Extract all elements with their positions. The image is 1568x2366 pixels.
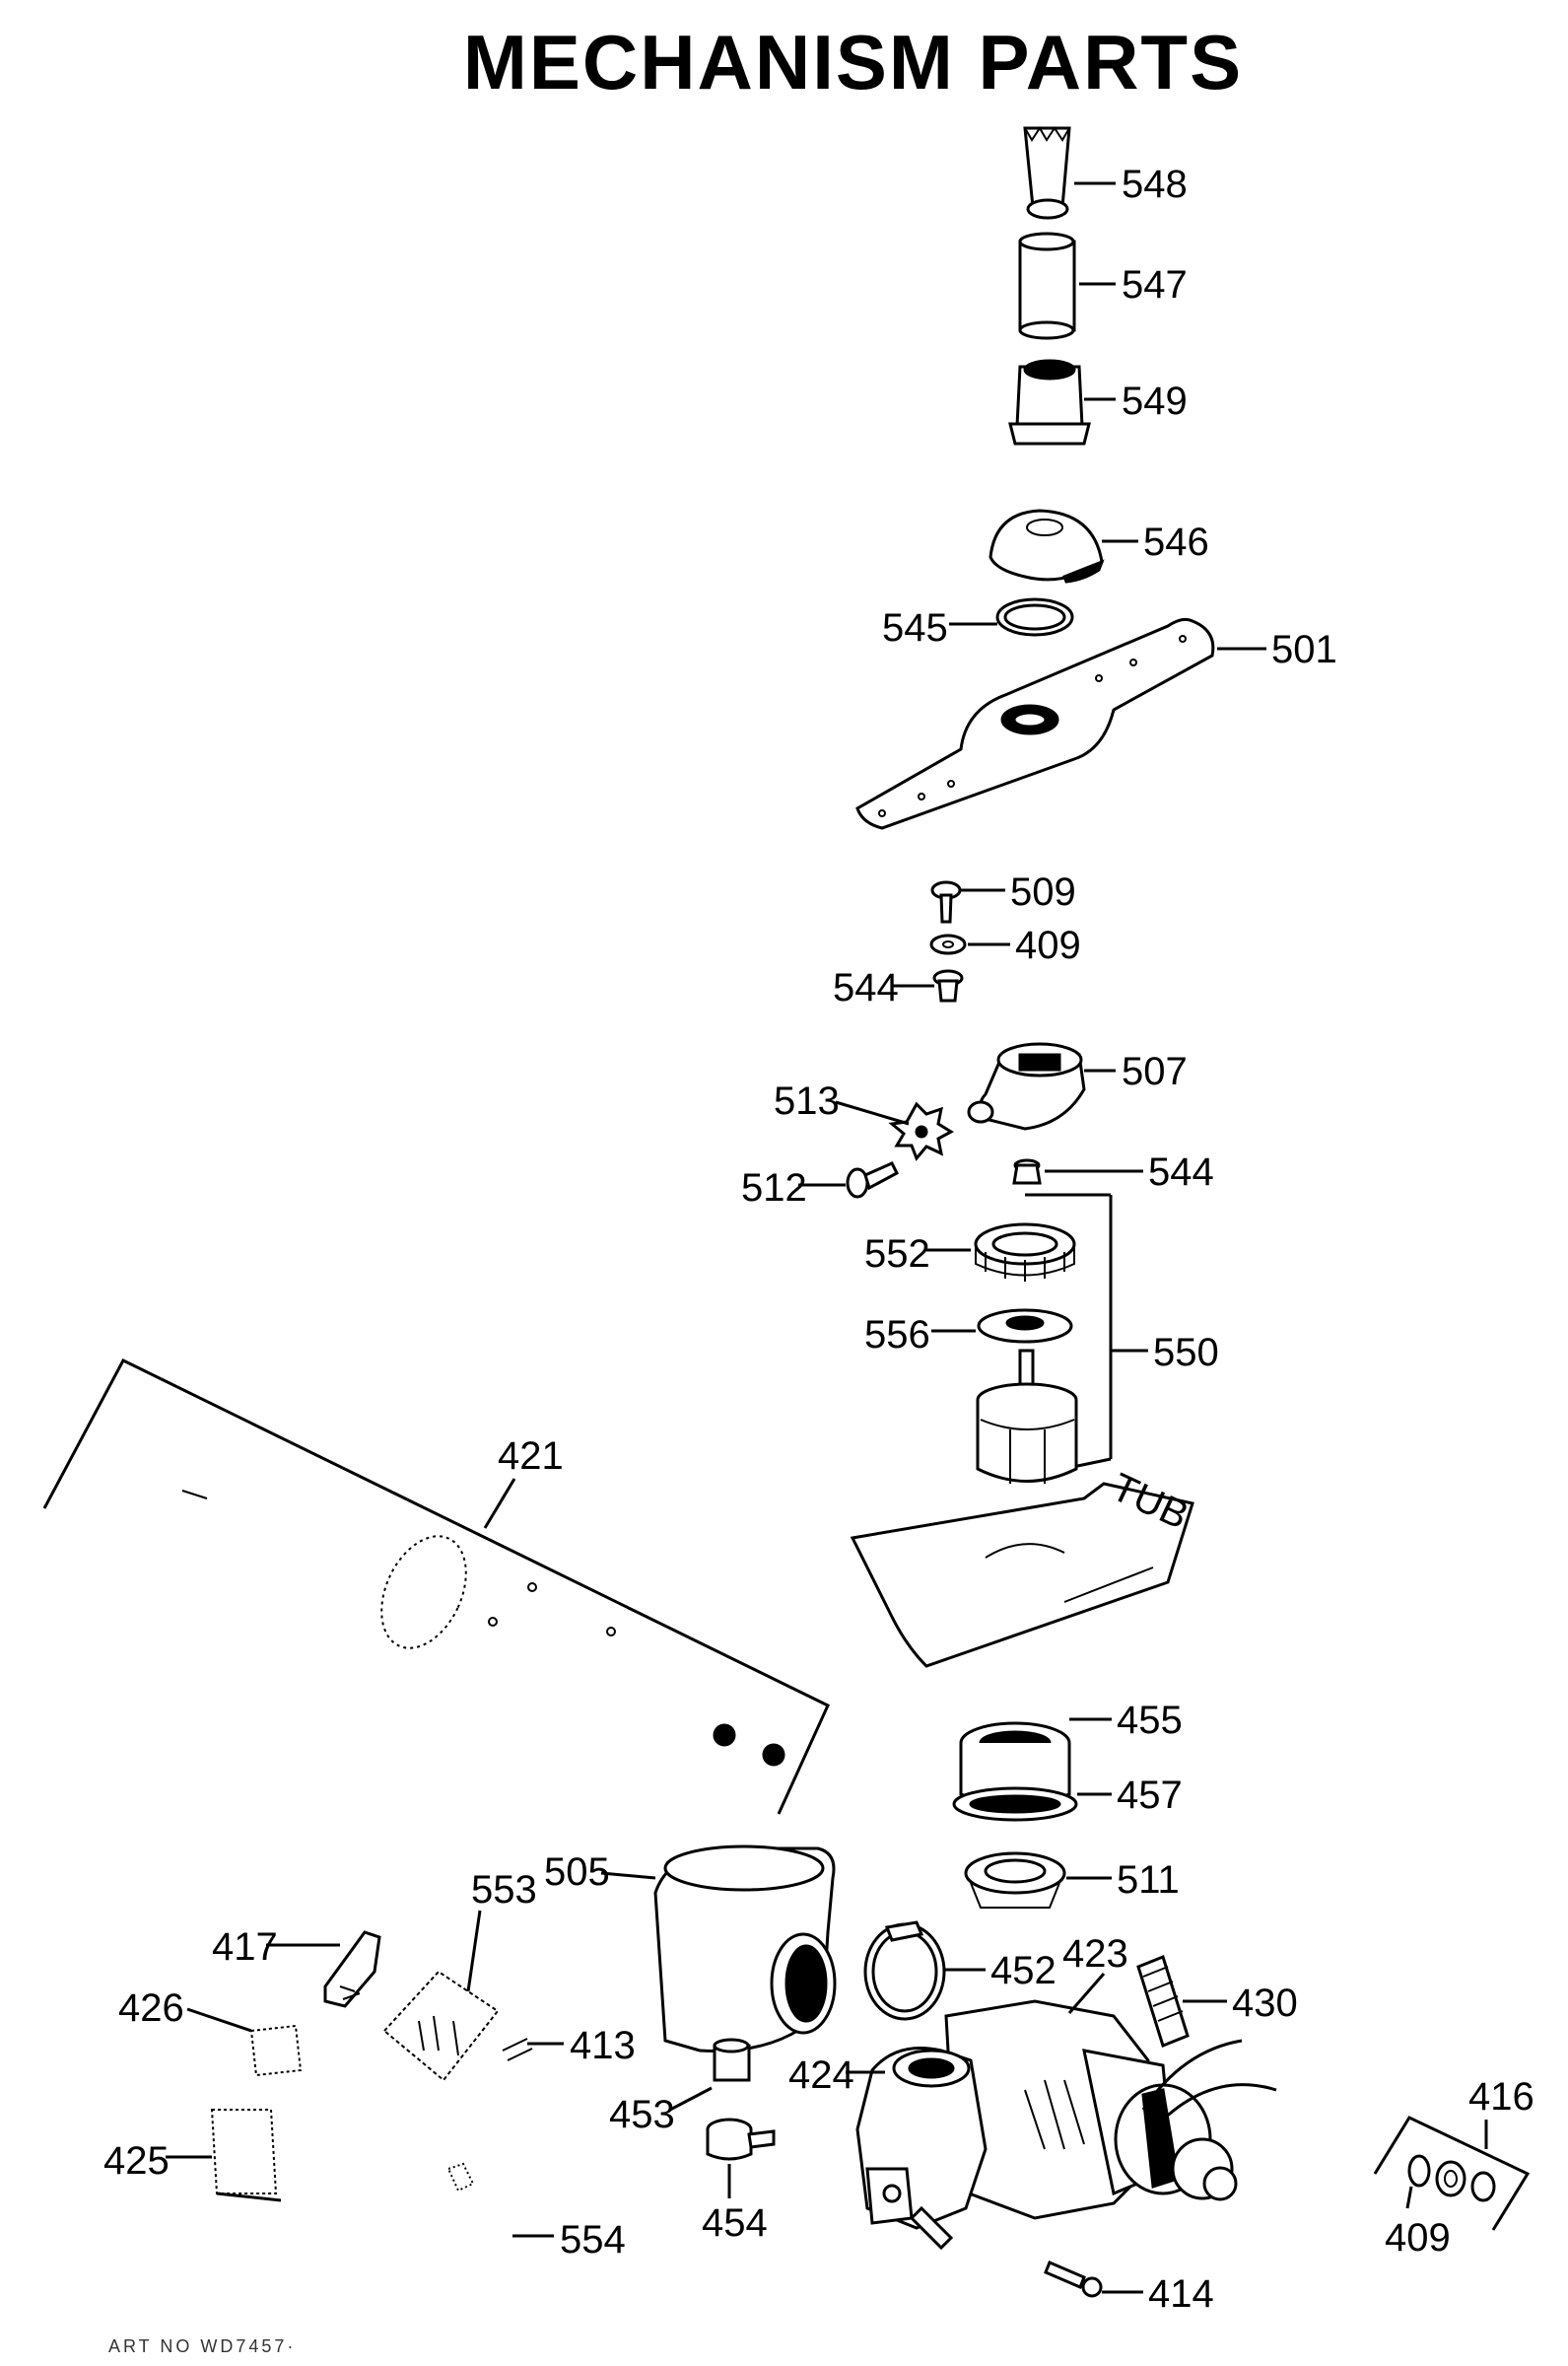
part-545-ring (995, 597, 1074, 637)
part-505-housing (653, 1844, 837, 2053)
label-512: 512 (741, 1166, 807, 1210)
part-417-bracket (323, 1930, 381, 2008)
part-553-filter (382, 1970, 500, 2082)
label-546: 546 (1143, 521, 1209, 564)
part-430-spring (1136, 1955, 1190, 2048)
label-417: 417 (212, 1925, 278, 1969)
label-454: 454 (702, 2201, 768, 2245)
part-512-pin (846, 1161, 899, 1199)
label-424: 424 (788, 2053, 854, 2097)
label-426: 426 (118, 1986, 184, 2030)
part-414-screw (1044, 2261, 1103, 2298)
label-554: 554 (560, 2218, 626, 2262)
part-552-ring-gear (974, 1222, 1076, 1282)
label-452: 452 (990, 1949, 1057, 1992)
label-425: 425 (103, 2139, 170, 2183)
part-453-plug (713, 2038, 751, 2082)
part-556-washer (977, 1308, 1073, 1344)
part-426-switch (249, 2024, 303, 2077)
part-409-washer (929, 934, 967, 955)
label-549: 549 (1122, 380, 1188, 423)
part-413-screw (502, 2038, 533, 2061)
part-425-block (210, 2109, 282, 2202)
label-423: 423 (1062, 1932, 1128, 1976)
part-554-part (446, 2162, 475, 2192)
label-416: 416 (1468, 2075, 1534, 2119)
part-501-spray-arm (855, 617, 1215, 830)
label-421: 421 (498, 1434, 564, 1478)
page-title: MECHANISM PARTS (462, 19, 1244, 105)
label-552: 552 (864, 1232, 930, 1276)
part-509-screw (930, 880, 962, 924)
part-457-ring (952, 1786, 1078, 1822)
part-454-clamp (706, 2118, 776, 2161)
label-511: 511 (1117, 1858, 1180, 1902)
part-421-panel (42, 1358, 830, 1815)
part-511-seal (964, 1851, 1066, 1909)
label-455: 455 (1117, 1699, 1183, 1742)
label-544-top: 544 (833, 966, 899, 1009)
label-430: 430 (1232, 1982, 1298, 2025)
art-number: ART NO WD7457· (108, 2336, 297, 2356)
part-423-motor-pump (944, 1999, 1277, 2220)
label-505: 505 (544, 1850, 610, 1894)
part-544-bushing (1012, 1158, 1042, 1185)
part-513-gear (888, 1101, 955, 1161)
part-546-cap (989, 509, 1105, 584)
part-544-nut (932, 969, 964, 1003)
label-453: 453 (609, 2093, 675, 2136)
label-409-card: 409 (1385, 2216, 1451, 2260)
part-548-sleeve (1023, 126, 1071, 220)
part-507-housing (967, 1042, 1086, 1131)
label-507: 507 (1122, 1050, 1188, 1093)
label-414: 414 (1148, 2272, 1214, 2316)
label-457: 457 (1117, 1774, 1183, 1817)
part-416-hardware-card (1373, 2116, 1531, 2231)
label-550: 550 (1153, 1331, 1219, 1374)
label-556: 556 (864, 1313, 930, 1357)
label-553: 553 (471, 1868, 537, 1912)
label-545: 545 (882, 606, 948, 650)
label-547: 547 (1122, 263, 1188, 307)
label-409-top: 409 (1015, 924, 1081, 967)
part-547-sleeve (1018, 232, 1076, 340)
tub-section (850, 1482, 1194, 1668)
part-452-clamp (863, 1920, 946, 2021)
label-548: 548 (1122, 163, 1188, 206)
part-424-valve (855, 2047, 988, 2251)
label-501: 501 (1271, 628, 1337, 671)
part-549-cup (1008, 359, 1091, 446)
label-413: 413 (570, 2024, 636, 2067)
label-509: 509 (1010, 870, 1076, 914)
label-544-lower: 544 (1148, 1150, 1214, 1194)
label-513: 513 (774, 1079, 840, 1123)
drive-assembly (976, 1349, 1078, 1484)
